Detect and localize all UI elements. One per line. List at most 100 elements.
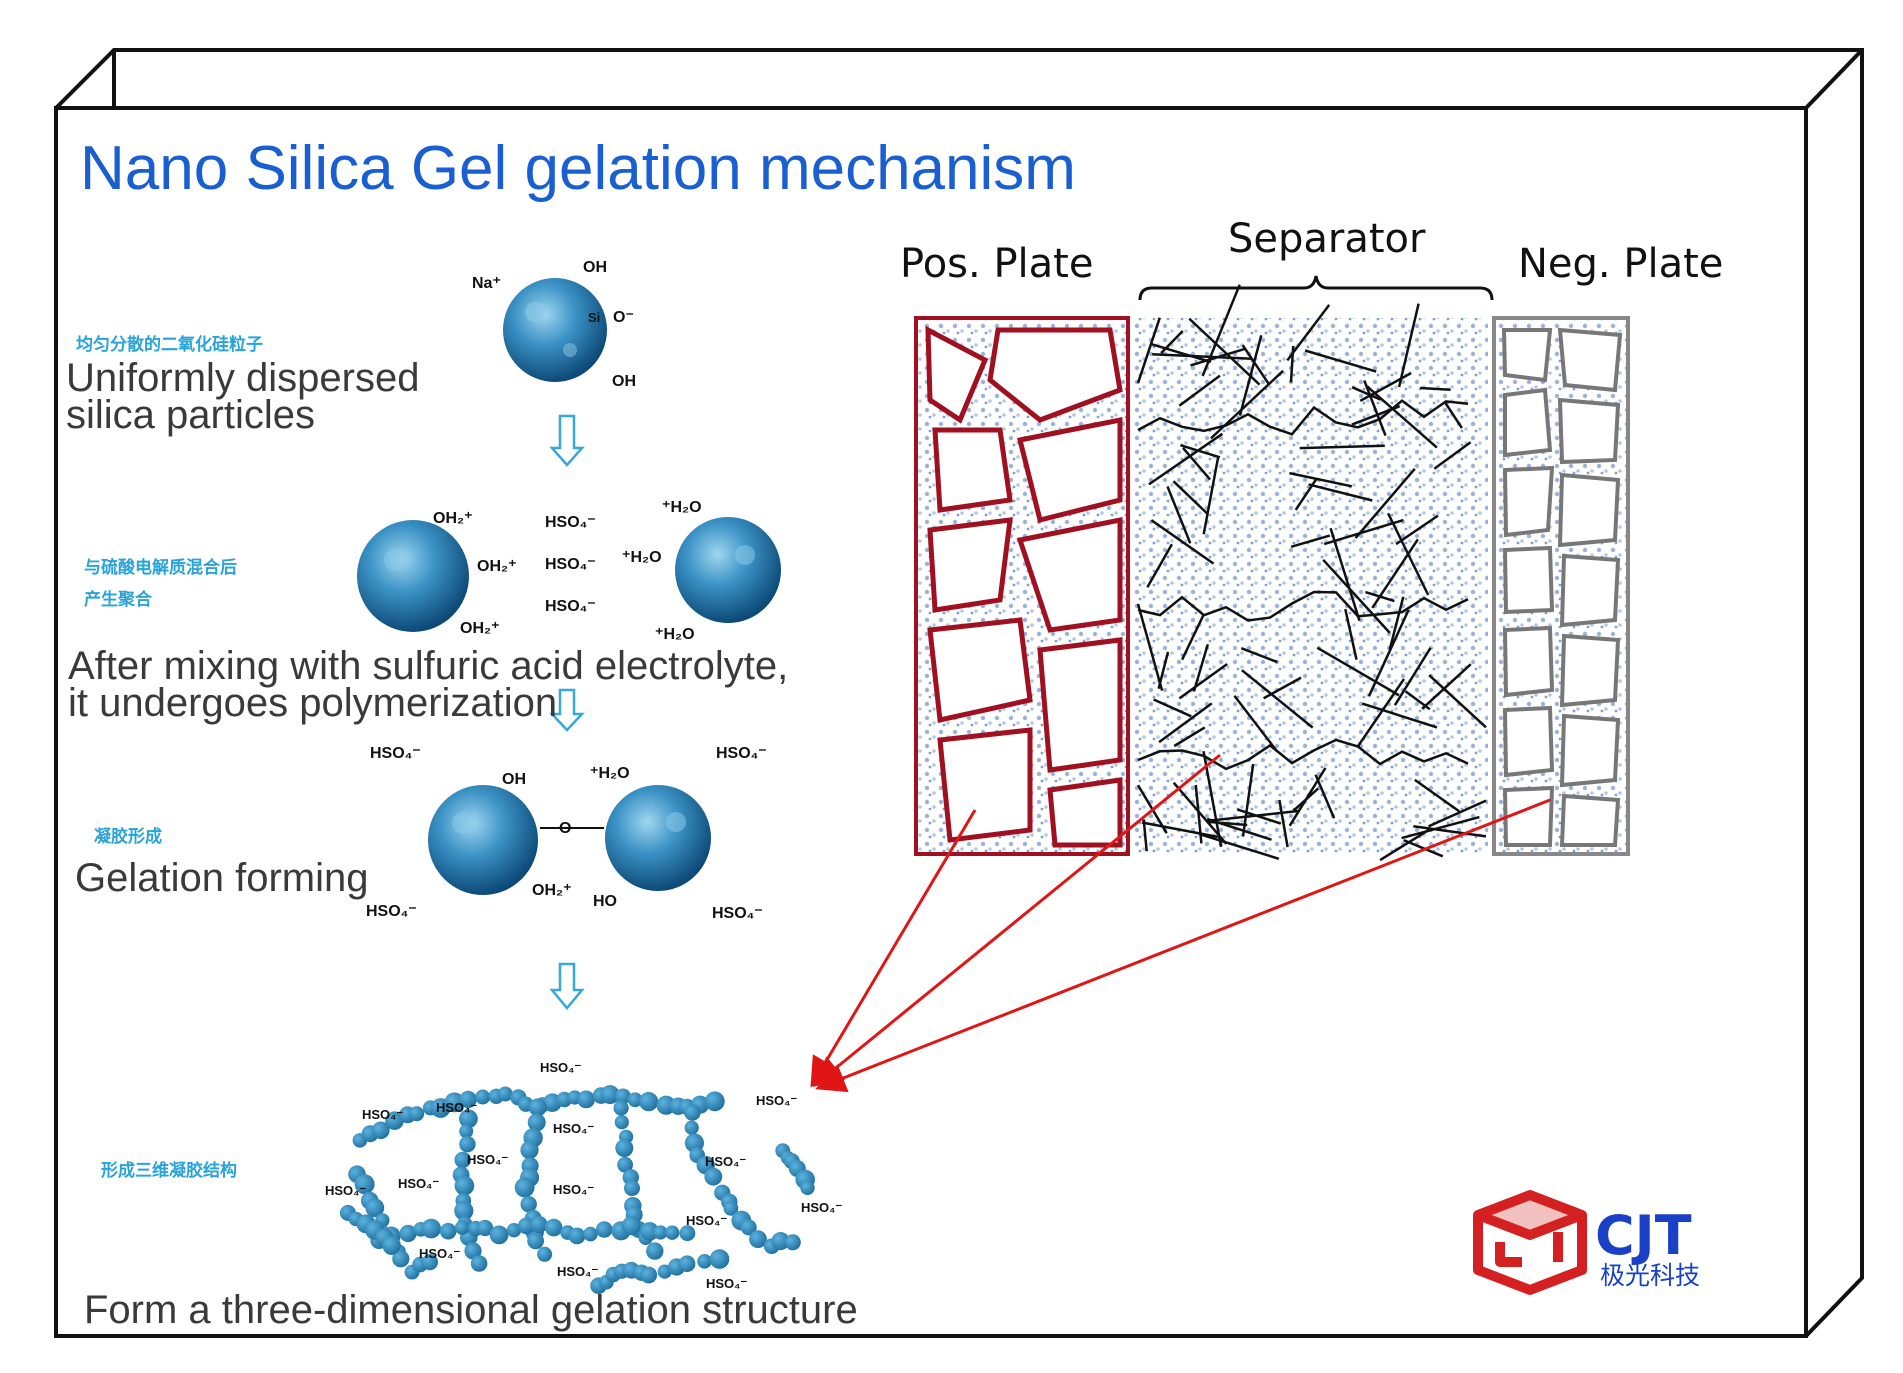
separator-fiber bbox=[1444, 402, 1463, 429]
gel-particle bbox=[600, 1085, 620, 1105]
separator-fiber bbox=[1166, 486, 1192, 544]
separator-fiber bbox=[1188, 317, 1261, 386]
separator-fiber bbox=[1172, 480, 1209, 516]
gel-particle bbox=[459, 1136, 476, 1153]
step4-cn-label: 形成三维凝胶结构 bbox=[101, 1161, 237, 1181]
chem-labels: Na⁺ OH O⁻ Si OH OH₂⁺ OH₂⁺ OH₂⁺ HSO₄⁻ HSO… bbox=[325, 259, 842, 1291]
step2-en-line1: After mixing with sulfuric acid electrol… bbox=[68, 644, 789, 688]
separator bbox=[1134, 284, 1488, 862]
separator-fiber bbox=[1146, 543, 1173, 588]
separator-fiber bbox=[1361, 702, 1438, 729]
label-hso4: HSO₄⁻ bbox=[712, 905, 763, 922]
separator-fiber bbox=[1359, 372, 1412, 402]
logo-subtitle: 极光科技 bbox=[1600, 1261, 1700, 1290]
separator-fiber bbox=[1421, 663, 1472, 710]
down-arrow-1 bbox=[549, 414, 585, 467]
label-hso4: HSO₄⁻ bbox=[398, 1176, 439, 1191]
gel-particle bbox=[365, 1198, 385, 1218]
gel-particle bbox=[459, 1090, 477, 1109]
separator-fiber bbox=[1420, 386, 1451, 392]
separator-fiber bbox=[1192, 643, 1209, 692]
label-hso4: HSO₄⁻ bbox=[545, 598, 596, 615]
label-oh2-plus: OH₂⁺ bbox=[433, 510, 473, 527]
separator-fiber bbox=[1323, 518, 1404, 546]
gel-particle bbox=[444, 1092, 465, 1113]
gel-particle bbox=[723, 1200, 739, 1216]
down-arrow-2 bbox=[549, 688, 585, 732]
separator-fiber bbox=[1199, 833, 1280, 860]
box-frame bbox=[54, 48, 1864, 1338]
separator-band-edge bbox=[1137, 590, 1469, 622]
gel-particle bbox=[615, 1088, 631, 1105]
separator-fiber bbox=[1286, 304, 1331, 362]
separator-fiber bbox=[1395, 514, 1439, 546]
gel-particle bbox=[617, 1156, 633, 1173]
separator-fiber bbox=[1180, 444, 1221, 459]
gel-particle bbox=[372, 1121, 390, 1140]
silica-particle-3b bbox=[605, 785, 711, 891]
gel-particle bbox=[568, 1227, 586, 1245]
gel-particle bbox=[544, 1218, 563, 1237]
separator-fiber bbox=[1148, 432, 1224, 486]
separator-fiber bbox=[1314, 774, 1336, 819]
step2-cn-line2: 产生聚合 bbox=[84, 590, 152, 610]
label-oh2-plus: OH₂⁺ bbox=[477, 558, 517, 575]
cube-logo-icon bbox=[1473, 1190, 1587, 1295]
label-hso4: HSO₄⁻ bbox=[419, 1246, 460, 1261]
separator-fiber bbox=[1428, 674, 1487, 729]
gel-particle bbox=[454, 1151, 471, 1169]
separator-fiber bbox=[1386, 512, 1430, 596]
gel-particle bbox=[595, 1221, 613, 1238]
separator-fiber bbox=[1153, 698, 1192, 718]
gel-particle bbox=[399, 1224, 417, 1243]
gel-particle bbox=[709, 1249, 730, 1269]
separator-fiber bbox=[1433, 441, 1472, 470]
gel-particle bbox=[514, 1177, 535, 1198]
separator-fiber bbox=[1388, 596, 1405, 650]
gel-particle bbox=[477, 1219, 494, 1237]
separator-fiber bbox=[1397, 303, 1420, 388]
separator-fiber bbox=[1288, 767, 1327, 827]
step3-cn-label: 凝胶形成 bbox=[94, 827, 162, 847]
separator-fiber bbox=[1366, 385, 1438, 449]
label-hso4: HSO₄⁻ bbox=[686, 1213, 727, 1228]
separator-fiber bbox=[1240, 647, 1278, 664]
separator-fiber bbox=[1354, 467, 1416, 539]
label-oh: OH bbox=[583, 259, 607, 276]
gel-particle bbox=[627, 1092, 643, 1108]
separator-fiber bbox=[1304, 349, 1377, 373]
label-h2o-plus: ⁺H₂O bbox=[662, 499, 702, 516]
gel-particle bbox=[459, 1124, 474, 1139]
gel-particle bbox=[749, 1230, 767, 1249]
positive-plate bbox=[914, 316, 1130, 856]
gel-particle bbox=[421, 1254, 438, 1271]
gel-particle bbox=[639, 1092, 659, 1112]
label-h2o-plus: ⁺H₂O bbox=[622, 549, 662, 566]
gel-particle bbox=[439, 1222, 457, 1240]
gel-particle bbox=[583, 1226, 598, 1242]
gel-particle bbox=[577, 1090, 595, 1109]
gel-particle bbox=[409, 1106, 425, 1122]
separator-fiber bbox=[1178, 662, 1228, 700]
separator-fiber bbox=[1136, 317, 1161, 384]
separator-fiber bbox=[1172, 781, 1228, 845]
separator-fiber bbox=[1278, 799, 1289, 848]
gel-particle bbox=[665, 1225, 680, 1240]
separator-fiber bbox=[1365, 590, 1395, 603]
gel-particle bbox=[518, 1217, 535, 1235]
separator-fiber bbox=[1356, 678, 1406, 748]
gel-particle bbox=[615, 1139, 634, 1158]
gel-particle bbox=[800, 1180, 815, 1196]
separator-fiber bbox=[1289, 471, 1353, 488]
separator-fiber bbox=[1344, 608, 1358, 660]
gel-particle bbox=[520, 1140, 539, 1160]
label-hso4: HSO₄⁻ bbox=[706, 1276, 747, 1291]
separator-fiber bbox=[1152, 353, 1253, 360]
gel-particle bbox=[621, 1216, 641, 1236]
separator-fiber bbox=[1238, 334, 1263, 416]
separator-fiber bbox=[1142, 819, 1148, 852]
gel-particle bbox=[464, 1242, 482, 1260]
separator-fiber bbox=[1308, 483, 1373, 502]
gel-particle bbox=[614, 1115, 629, 1130]
gel-particle bbox=[784, 1234, 801, 1251]
